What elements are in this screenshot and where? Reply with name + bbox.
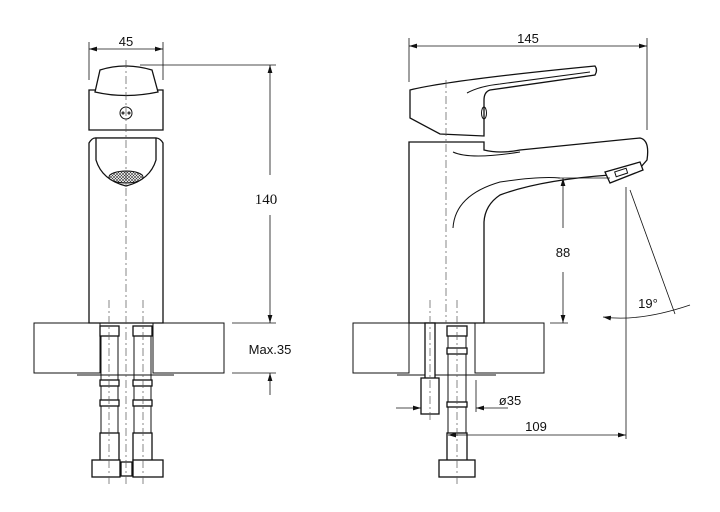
side-counter-left — [352, 322, 410, 374]
front-handle-cap — [94, 65, 159, 97]
front-hose-left — [91, 325, 121, 478]
dim-spout-angle: 19° — [638, 296, 658, 311]
dim-hole-diameter: ø35 — [499, 393, 521, 408]
front-hose-right — [120, 325, 164, 478]
side-body-spout — [408, 137, 649, 324]
dim-spout-reach: 109 — [525, 419, 547, 434]
dim-spout-clearance: 88 — [556, 245, 570, 260]
front-view: 45 140 Max.35 — [33, 34, 292, 485]
front-counter-right — [152, 322, 225, 374]
dim-side-length: 145 — [517, 31, 539, 46]
dim-front-height: 140 — [255, 192, 278, 208]
side-counter-right — [474, 322, 545, 374]
side-view: 145 88 19° ø35 109 — [352, 31, 691, 485]
dim-max-counter: Max.35 — [249, 342, 292, 357]
front-counter-left — [33, 322, 101, 374]
side-aerator — [604, 161, 644, 184]
side-lever-handle — [409, 65, 598, 137]
dim-front-width: 45 — [119, 34, 133, 49]
